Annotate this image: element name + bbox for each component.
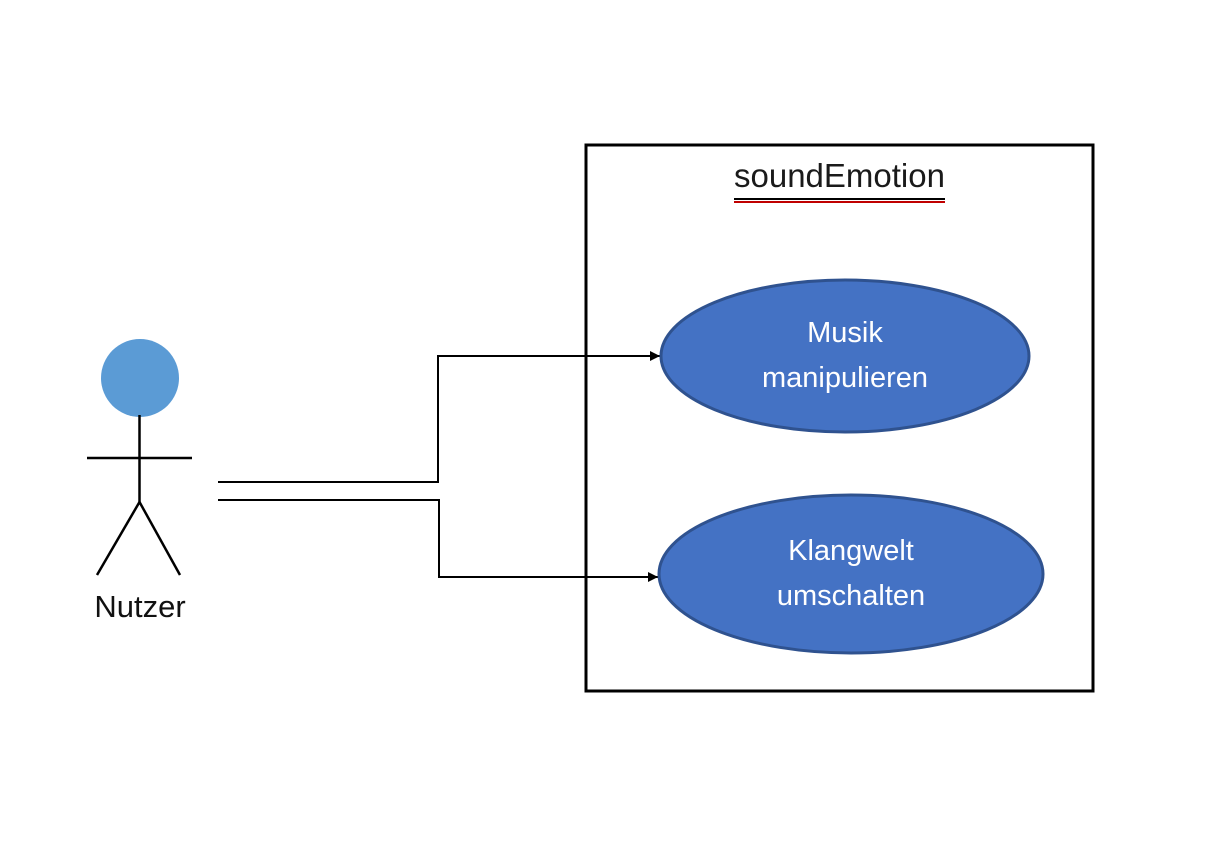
actor-right-leg [138,501,182,576]
system-boundary-box [584,143,1095,693]
actor-left-leg [95,501,141,576]
actor-head [101,339,179,417]
actor-label: Nutzer [94,589,186,624]
actor-figure [87,339,192,576]
connector-actor-to-klangwelt-umschalten [218,499,658,582]
connector-actor-to-musik-manipulieren [218,351,660,483]
use-case-label-line: manipulieren [761,362,929,394]
use-case-label-klangwelt-umschalten: Klangwelt umschalten [659,495,1043,653]
use-case-label-musik-manipulieren: Musik manipulieren [661,280,1029,432]
use-case-label-line: umschalten [776,580,926,612]
use-case-label-line: Musik [807,317,883,349]
use-case-ellipse-klangwelt-umschalten [657,493,1045,655]
system-boundary-title: soundEmotion [586,156,1093,203]
use-case-ellipse-musik-manipulieren [659,278,1031,434]
system-title-text: soundEmotion [734,156,945,203]
use-case-label-line: Klangwelt [788,535,914,567]
